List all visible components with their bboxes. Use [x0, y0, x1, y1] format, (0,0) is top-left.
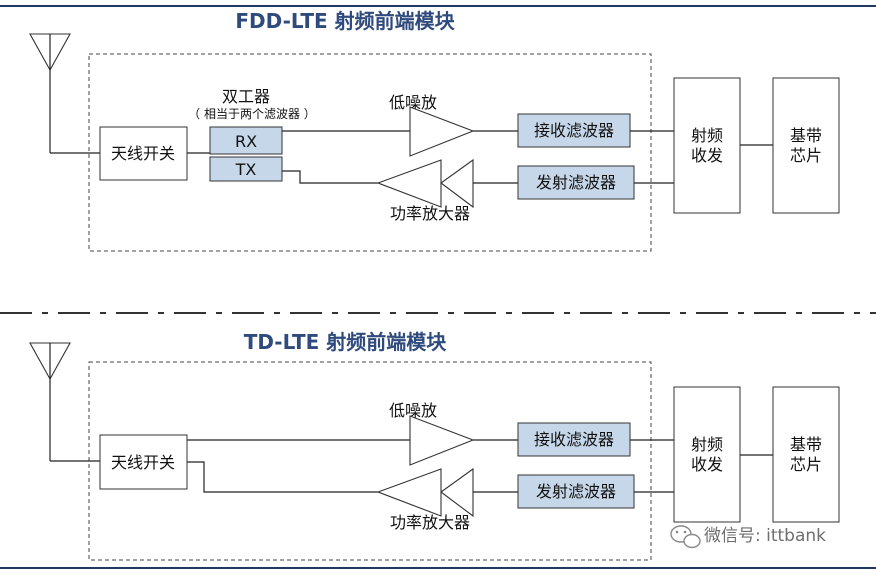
fdd-baseband-label-2: 芯片 [790, 146, 822, 165]
tdd-antenna-switch [99, 434, 188, 490]
tdd-pa-icon [376, 467, 474, 518]
tdd-antenna-switch-label: 天线开关 [111, 453, 175, 472]
tdd-antenna-icon [29, 342, 71, 461]
tdd-rx-filter-label: 接收滤波器 [534, 430, 614, 449]
fdd-rx-filter [517, 113, 631, 148]
fdd-duplexer-tx [209, 156, 283, 182]
tdd-lna-icon [409, 415, 475, 466]
fdd-baseband [772, 77, 840, 214]
fdd-pa-label: 功率放大器 [390, 204, 470, 223]
fdd-transceiver-label-1: 射频 [691, 126, 723, 145]
tdd-baseband-label-2: 芯片 [790, 455, 822, 474]
fdd-transceiver [673, 77, 741, 214]
tdd-transceiver-label-1: 射频 [691, 435, 723, 454]
fdd-duplexer-note: （ 相当于两个滤波器 ） [188, 107, 316, 121]
fdd-module-boundary [88, 53, 652, 252]
fdd-duplexer-tx-label: TX [235, 160, 257, 179]
fdd-tx-filter-label: 发射滤波器 [536, 173, 616, 192]
fdd-antenna-icon [29, 33, 71, 153]
tdd-transceiver-label-2: 收发 [691, 455, 723, 474]
tdd-pa-label: 功率放大器 [390, 513, 470, 532]
tdd-section: TD-LTE 射频前端模块 天线开关 低噪放 功率放大器 接收滤波器 [29, 330, 840, 561]
fdd-antenna-switch-label: 天线开关 [111, 144, 175, 163]
watermark-text: 微信号: ittbank [704, 526, 826, 546]
fdd-title: FDD-LTE 射频前端模块 [235, 9, 455, 33]
fdd-tx-filter [517, 165, 635, 200]
fdd-lna-icon [409, 106, 475, 157]
wechat-icon [670, 525, 701, 549]
fdd-transceiver-label-2: 收发 [691, 146, 723, 165]
fdd-pa-icon [376, 158, 474, 209]
tdd-rx-filter [517, 422, 631, 457]
fdd-duplexer-title: 双工器 [222, 87, 270, 106]
tdd-title: TD-LTE 射频前端模块 [244, 330, 448, 354]
tdd-baseband [772, 386, 840, 523]
tdd-lna-label: 低噪放 [389, 401, 437, 420]
tdd-tx-filter [517, 474, 635, 509]
tdd-transceiver [673, 386, 741, 523]
fdd-lna-label: 低噪放 [389, 93, 437, 112]
fdd-rx-filter-label: 接收滤波器 [534, 121, 614, 140]
fdd-duplexer-rx-label: RX [235, 132, 257, 151]
fdd-baseband-label-1: 基带 [790, 126, 822, 145]
tdd-baseband-label-1: 基带 [790, 435, 822, 454]
fdd-antenna-switch [99, 126, 188, 181]
tdd-tx-filter-label: 发射滤波器 [536, 482, 616, 501]
fdd-section: FDD-LTE 射频前端模块 天线开关 双工器 （ 相当于两个滤波器 ） RX … [29, 9, 840, 252]
fdd-duplexer-rx [209, 126, 283, 155]
